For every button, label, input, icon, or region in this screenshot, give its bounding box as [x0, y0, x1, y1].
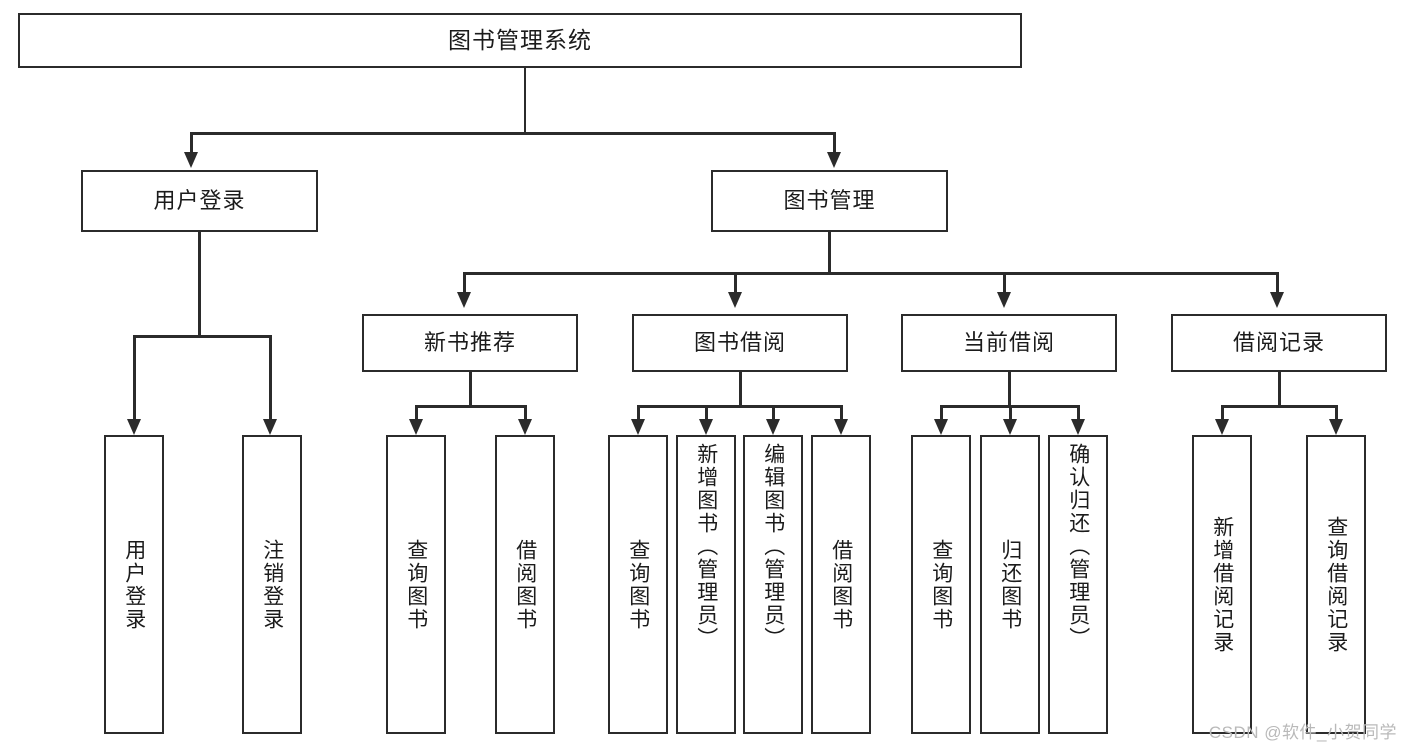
leaf-cb-confirm-return[interactable]: 确认归还（管理员） — [1048, 435, 1108, 734]
leaf-label: 查询图书 — [626, 538, 650, 631]
connector-cb-drop-2 — [1009, 405, 1012, 421]
connector-cb-drop-3 — [1077, 405, 1080, 421]
node-label: 图书管理 — [783, 188, 876, 214]
connector-cb-drop-1 — [940, 405, 943, 421]
connector-root-to-book-manage — [833, 132, 836, 154]
leaf-label: 归还图书 — [998, 538, 1022, 631]
leaf-bb-add-book[interactable]: 新增图书（管理员） — [676, 435, 736, 734]
connector-bb-drop-1 — [637, 405, 640, 421]
leaf-label: 借阅图书 — [513, 538, 537, 631]
node-user-login[interactable]: 用户登录 — [81, 170, 318, 232]
connector-br-drop-2 — [1335, 405, 1338, 421]
node-new-book-recommend[interactable]: 新书推荐 — [362, 314, 578, 372]
arrowhead-br-add-record — [1215, 419, 1229, 435]
connector-root-bar — [190, 132, 835, 135]
connector-br-bar — [1221, 405, 1338, 408]
connector-bb-drop-2 — [705, 405, 708, 421]
arrowhead-user-login — [184, 152, 198, 168]
leaf-label: 编辑图书（管理员） — [761, 443, 785, 650]
leaf-br-add-record[interactable]: 新增借阅记录 — [1192, 435, 1252, 734]
connector-user-login-drop-1 — [133, 335, 136, 421]
connector-bm-drop-new-book — [463, 272, 466, 294]
connector-nbr-drop-2 — [524, 405, 527, 421]
arrowhead-cb-query-book — [934, 419, 948, 435]
node-book-borrow[interactable]: 图书借阅 — [632, 314, 848, 372]
connector-user-login-stem — [198, 232, 201, 337]
connector-bb-drop-3 — [772, 405, 775, 421]
node-label: 图书借阅 — [693, 330, 786, 356]
node-label: 新书推荐 — [423, 330, 516, 356]
leaf-cb-query-book[interactable]: 查询图书 — [911, 435, 971, 734]
arrowhead-bb-add-book — [699, 419, 713, 435]
connector-bb-stem — [739, 372, 742, 407]
connector-br-stem — [1278, 372, 1281, 407]
arrowhead-book-borrow — [728, 292, 742, 308]
connector-user-login-drop-2 — [269, 335, 272, 421]
arrowhead-current-borrow — [997, 292, 1011, 308]
leaf-label: 新增图书（管理员） — [694, 443, 718, 650]
leaf-label: 查询图书 — [404, 538, 428, 631]
leaf-label: 借阅图书 — [829, 538, 853, 631]
arrowhead-new-book-recommend — [457, 292, 471, 308]
node-label: 用户登录 — [153, 188, 246, 214]
connector-nbr-bar — [415, 405, 527, 408]
leaf-label: 查询图书 — [929, 538, 953, 631]
connector-bb-bar — [637, 405, 842, 408]
arrowhead-cb-return-book — [1003, 419, 1017, 435]
node-book-management[interactable]: 图书管理 — [711, 170, 948, 232]
leaf-bb-borrow-book[interactable]: 借阅图书 — [811, 435, 871, 734]
leaf-br-query-record[interactable]: 查询借阅记录 — [1306, 435, 1366, 734]
arrowhead-nbr-query-book — [409, 419, 423, 435]
watermark-text: CSDN @软件_小贺同学 — [1208, 723, 1397, 742]
arrowhead-bb-query-book — [631, 419, 645, 435]
arrowhead-nbr-borrow-book — [518, 419, 532, 435]
node-current-borrow[interactable]: 当前借阅 — [901, 314, 1117, 372]
connector-bm-drop-current-borrow — [1003, 272, 1006, 294]
node-label: 当前借阅 — [962, 330, 1055, 356]
leaf-bb-query-book[interactable]: 查询图书 — [608, 435, 668, 734]
connector-book-manage-stem — [828, 232, 831, 274]
leaf-nbr-query-book[interactable]: 查询图书 — [386, 435, 446, 734]
connector-nbr-stem — [469, 372, 472, 407]
connector-bb-drop-4 — [840, 405, 843, 421]
node-label: 图书管理系统 — [448, 27, 592, 54]
leaf-user-login[interactable]: 用户登录 — [104, 435, 164, 734]
arrowhead-bb-edit-book — [766, 419, 780, 435]
arrowhead-leaf-logout — [263, 419, 277, 435]
connector-bm-drop-book-borrow — [734, 272, 737, 294]
leaf-label: 用户登录 — [122, 538, 146, 631]
leaf-label: 查询借阅记录 — [1324, 515, 1348, 654]
connector-nbr-drop-1 — [415, 405, 418, 421]
leaf-logout[interactable]: 注销登录 — [242, 435, 302, 734]
leaf-bb-edit-book[interactable]: 编辑图书（管理员） — [743, 435, 803, 734]
leaf-nbr-borrow-book[interactable]: 借阅图书 — [495, 435, 555, 734]
connector-br-drop-1 — [1221, 405, 1224, 421]
arrowhead-cb-confirm-return — [1071, 419, 1085, 435]
leaf-label: 新增借阅记录 — [1210, 515, 1234, 654]
connector-root-to-user-login — [190, 132, 193, 154]
connector-root-stem — [524, 68, 526, 133]
arrowhead-bb-borrow-book — [834, 419, 848, 435]
leaf-label: 确认归还（管理员） — [1066, 443, 1090, 650]
leaf-cb-return-book[interactable]: 归还图书 — [980, 435, 1040, 734]
node-borrow-record[interactable]: 借阅记录 — [1171, 314, 1387, 372]
arrowhead-leaf-user-login — [127, 419, 141, 435]
arrowhead-book-manage — [827, 152, 841, 168]
leaf-label: 注销登录 — [260, 538, 284, 631]
connector-cb-stem — [1008, 372, 1011, 407]
connector-bm-drop-borrow-record — [1276, 272, 1279, 294]
node-label: 借阅记录 — [1232, 330, 1325, 356]
arrowhead-br-query-record — [1329, 419, 1343, 435]
node-root-library-system[interactable]: 图书管理系统 — [18, 13, 1022, 68]
connector-user-login-bar — [133, 335, 271, 338]
arrowhead-borrow-record — [1270, 292, 1284, 308]
connector-book-manage-bar — [463, 272, 1279, 275]
